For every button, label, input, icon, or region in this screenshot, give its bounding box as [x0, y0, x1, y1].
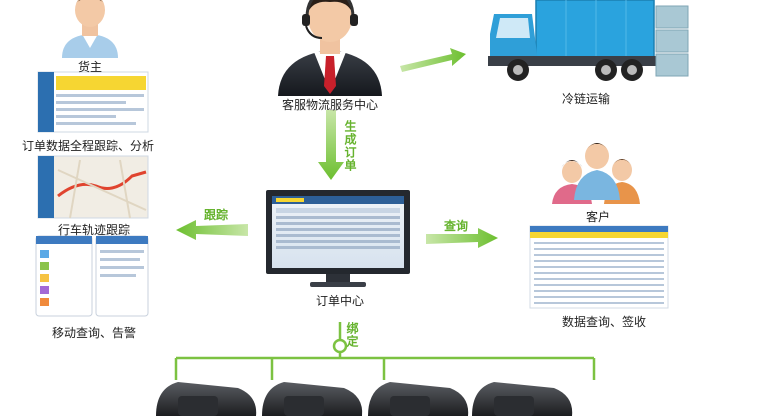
binding-connector: [174, 322, 596, 380]
customer-group: [552, 143, 640, 204]
order-tracking-screenshot: [37, 71, 149, 133]
shipper-label: 货主: [78, 60, 103, 74]
customer-label: 客户: [586, 210, 611, 224]
order-center-monitor: [266, 190, 410, 287]
arrow-query: [426, 228, 498, 248]
gps-device-3: [368, 382, 469, 416]
order-center-label: 订单中心: [316, 294, 365, 308]
data-query-label: 数据查询、签收: [562, 315, 647, 329]
cold-chain-label: 冷链运输: [562, 92, 611, 106]
gps-device-2: [262, 382, 363, 416]
arrow-generate-order: [318, 110, 344, 180]
arrow-tracking: [176, 220, 248, 240]
vehicle-track-map-screenshot: [37, 155, 149, 219]
order-tracking-label: 订单数据全程跟踪、分析: [22, 139, 155, 153]
gps-devices: [156, 382, 573, 416]
shipper-avatar: [62, 0, 118, 58]
arrow-to-cold-chain: [400, 48, 466, 72]
generate-order-label: 生成订单: [343, 120, 357, 172]
gps-device-1: [156, 382, 257, 416]
tracking-label: 跟踪: [204, 208, 229, 222]
service-center-agent: [278, 0, 382, 96]
data-query-table-screenshot: [529, 225, 669, 309]
mobile-app-screenshots: [35, 235, 149, 317]
mobile-query-label: 移动查询、告警: [52, 326, 137, 340]
vehicle-track-label: 行车轨迹跟踪: [58, 223, 131, 237]
binding-label: 绑定: [345, 322, 359, 348]
gps-device-4: [472, 382, 573, 416]
refrigerated-truck: [488, 0, 689, 81]
query-label: 查询: [444, 219, 469, 233]
service-center-label: 客服物流服务中心: [282, 98, 379, 112]
